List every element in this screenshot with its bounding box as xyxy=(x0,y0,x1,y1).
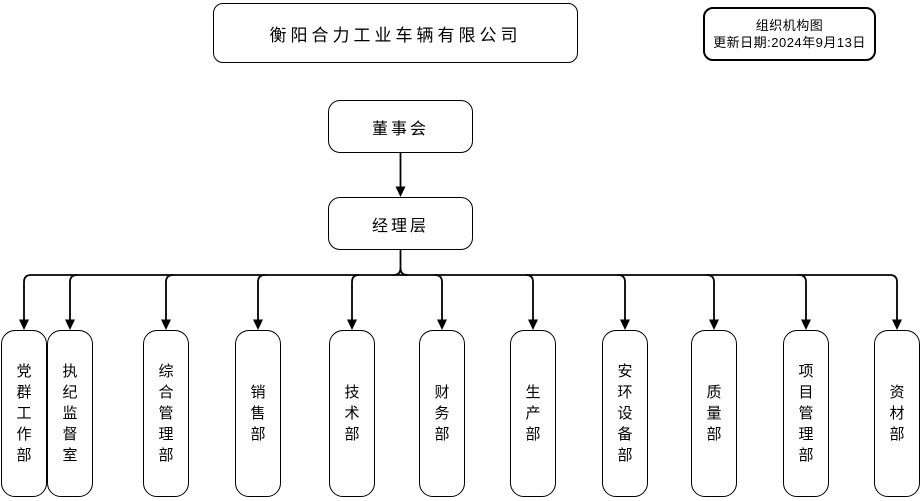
dept-label: 执纪监督室 xyxy=(62,363,78,464)
dept-node: 执纪监督室 xyxy=(47,330,93,497)
dept-label: 项目管理部 xyxy=(798,363,814,464)
board-node: 董事会 xyxy=(328,100,473,153)
chart-info-updated: 更新日期:2024年9月13日 xyxy=(713,35,866,50)
dept-node: 技术部 xyxy=(329,330,375,497)
dept-node: 质量部 xyxy=(691,330,737,497)
dept-label: 安环设备部 xyxy=(617,363,633,464)
dept-label: 质量部 xyxy=(706,384,722,443)
company-title-box: 衡阳合力工业车辆有限公司 xyxy=(213,3,578,63)
management-label: 经理层 xyxy=(371,217,429,235)
chart-info-box: 组织机构图 更新日期:2024年9月13日 xyxy=(703,7,876,61)
dept-node: 党群工作部 xyxy=(1,330,47,497)
dept-node: 生产部 xyxy=(510,330,556,497)
dept-node: 安环设备部 xyxy=(602,330,648,497)
management-node: 经理层 xyxy=(328,197,473,250)
dept-label: 生产部 xyxy=(525,384,541,443)
dept-node: 综合管理部 xyxy=(143,330,189,497)
dept-node: 资材部 xyxy=(874,330,920,497)
dept-node: 销售部 xyxy=(235,330,281,497)
dept-label: 综合管理部 xyxy=(158,363,174,464)
dept-node: 项目管理部 xyxy=(783,330,829,497)
board-label: 董事会 xyxy=(371,120,429,138)
dept-label: 技术部 xyxy=(344,384,360,443)
dept-label: 财务部 xyxy=(434,384,450,443)
dept-label: 党群工作部 xyxy=(16,363,32,464)
dept-label: 销售部 xyxy=(250,384,266,443)
dept-label: 资材部 xyxy=(889,384,905,443)
chart-info-title: 组织机构图 xyxy=(755,18,824,33)
dept-node: 财务部 xyxy=(419,330,465,497)
company-title: 衡阳合力工业车辆有限公司 xyxy=(269,25,522,45)
